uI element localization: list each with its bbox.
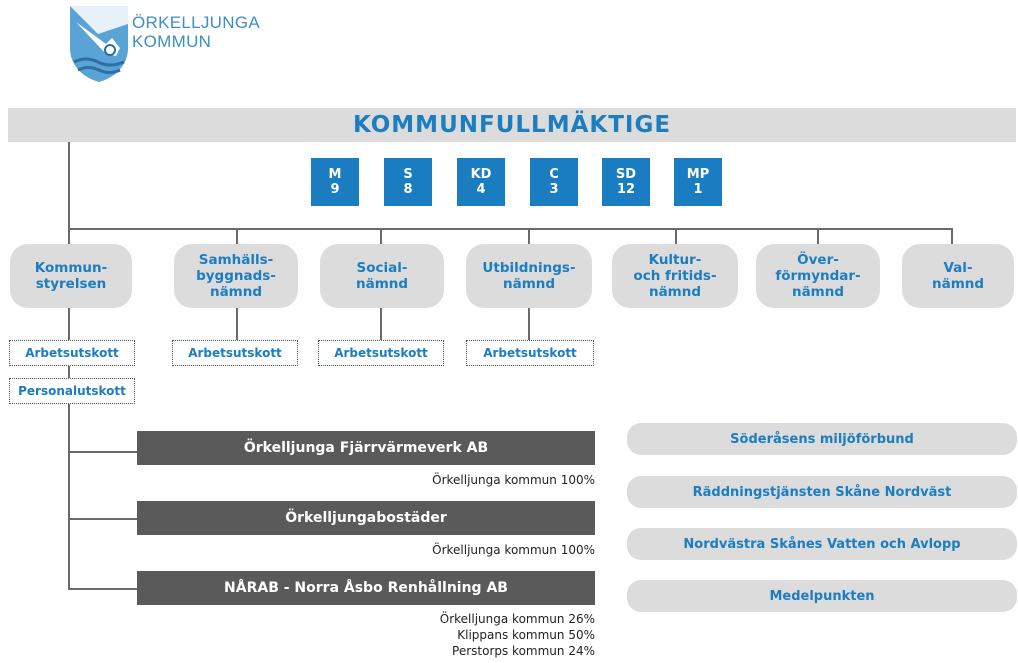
board-kommunstyrelsen: Kommun- styrelsen: [10, 244, 132, 308]
party-seats: 12: [616, 182, 636, 197]
logo-text: ÖRKELLJUNGA KOMMUN: [132, 13, 260, 51]
board-socialnamnd: Social- nämnd: [320, 244, 444, 308]
company-branch-3: [68, 588, 138, 590]
company-orkelljungabostader: Örkelljungabostäder: [137, 501, 595, 535]
company-branch-2: [68, 518, 138, 520]
party-seats: 3: [549, 182, 559, 197]
board-drop-1: [236, 228, 238, 244]
board-valnamnd: Val- nämnd: [902, 244, 1014, 308]
sb-arbetsutskott: Arbetsutskott: [172, 340, 298, 366]
party-box-sd: SD 12: [602, 158, 650, 206]
party-box-c: C 3: [530, 158, 578, 206]
board-kultur-och-fritidsnamnd: Kultur- och fritids- nämnd: [612, 244, 738, 308]
company-fjarrvarmeverk: Örkelljunga Fjärrvärmeverk AB: [137, 431, 595, 465]
boards-horizontal-line: [68, 228, 952, 230]
party-box-s: S 8: [384, 158, 432, 206]
company-owner: Örkelljunga kommun 26%: [439, 612, 595, 626]
company-owner: Klippans kommun 50%: [457, 628, 595, 642]
board-drop-4: [675, 228, 677, 244]
company-owner: Örkelljunga kommun 100%: [432, 543, 595, 557]
ks-arbetsutskott: Arbetsutskott: [9, 340, 135, 366]
soc-cmte-line: [380, 308, 382, 340]
party-seats: 8: [403, 182, 413, 197]
party-box-m: M 9: [311, 158, 359, 206]
board-drop-2: [380, 228, 382, 244]
utb-arbetsutskott: Arbetsutskott: [466, 340, 594, 366]
party-box-kd: KD 4: [457, 158, 505, 206]
party-name: MP: [686, 167, 710, 182]
ks-cmte-link: [68, 366, 70, 378]
company-narab: NÅRAB - Norra Åsbo Renhållning AB: [137, 571, 595, 605]
federation-nsva: Nordvästra Skånes Vatten och Avlopp: [627, 528, 1017, 560]
company-branch-1: [68, 451, 138, 453]
party-name: S: [403, 167, 413, 182]
council-title: KOMMUNFULLMÄKTIGE: [8, 108, 1016, 142]
federation-raddningstjansten: Räddningstjänsten Skåne Nordväst: [627, 476, 1017, 508]
coat-of-arms-icon: [70, 6, 128, 82]
board-drop-5: [817, 228, 819, 244]
party-seats: 9: [330, 182, 340, 197]
party-box-mp: MP 1: [674, 158, 722, 206]
board-utbildningsnamnd: Utbildnings- nämnd: [466, 244, 592, 308]
logo-line1: ÖRKELLJUNGA: [132, 13, 261, 32]
party-name: C: [549, 167, 559, 182]
sb-cmte-line: [236, 308, 238, 340]
company-owner: Perstorps kommun 24%: [452, 644, 595, 658]
board-overformyndarnamnd: Över- förmyndar- nämnd: [756, 244, 880, 308]
utb-cmte-line: [528, 308, 530, 340]
logo-line2: KOMMUN: [132, 32, 212, 51]
board-samhallsbyggnadsnamnd: Samhälls- byggnads- nämnd: [174, 244, 298, 308]
company-owner: Örkelljunga kommun 100%: [432, 473, 595, 487]
party-name: M: [328, 167, 342, 182]
board-drop-3: [528, 228, 530, 244]
ks-personalutskott: Personalutskott: [9, 378, 135, 404]
federation-soderasens-miljoforbund: Söderåsens miljöförbund: [627, 423, 1017, 455]
party-seats: 4: [476, 182, 486, 197]
party-name: KD: [470, 167, 492, 182]
party-name: SD: [615, 167, 637, 182]
board-drop-6: [951, 228, 953, 244]
soc-arbetsutskott: Arbetsutskott: [318, 340, 444, 366]
federation-medelpunkten: Medelpunkten: [627, 580, 1017, 612]
logo: [68, 4, 130, 84]
party-seats: 1: [693, 182, 703, 197]
